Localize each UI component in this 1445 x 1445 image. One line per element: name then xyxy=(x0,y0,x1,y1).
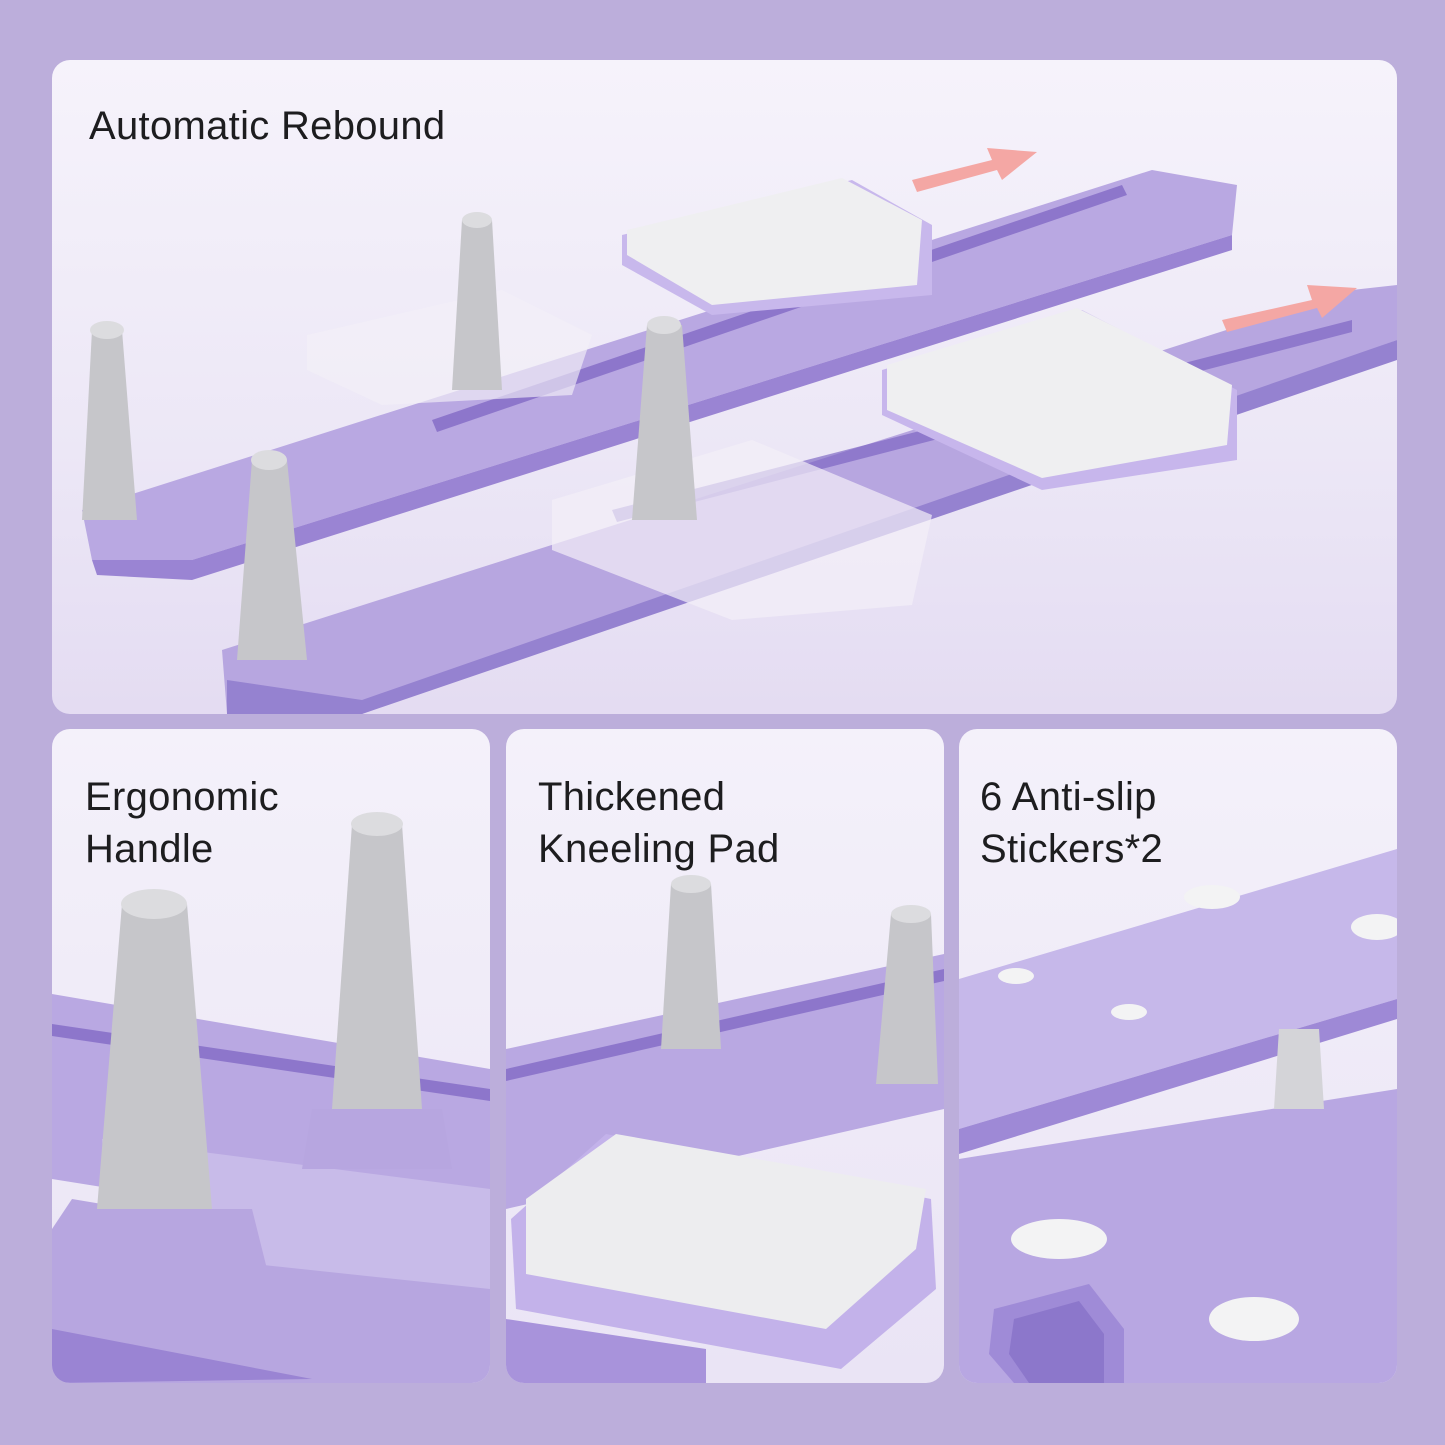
panel-ergonomic-handle: Ergonomic Handle xyxy=(52,729,490,1383)
sticker xyxy=(1351,914,1397,940)
panel-title-handle-line2: Handle xyxy=(85,827,214,871)
kneeling-pad-surface xyxy=(526,1134,926,1329)
sticker xyxy=(1011,1219,1107,1259)
panel-kneeling-pad: Thickened Kneeling Pad xyxy=(506,729,944,1383)
panel-title-stickers-line1: 6 Anti-slip xyxy=(980,775,1157,819)
panel-title-pad-line1: Thickened xyxy=(538,775,726,819)
product-illustration-stickers xyxy=(959,849,1397,1383)
panel-title-pad-line2: Kneeling Pad xyxy=(538,827,780,871)
product-illustration-pad xyxy=(506,875,944,1383)
rebound-arrow-back xyxy=(912,148,1037,192)
panel-title-automatic-rebound: Automatic Rebound xyxy=(89,104,446,148)
rebound-arrow-front xyxy=(1222,285,1357,332)
panel-title-stickers-line2: Stickers*2 xyxy=(980,827,1164,871)
sticker xyxy=(998,968,1034,984)
panel-title-handle-line1: Ergonomic xyxy=(85,775,279,819)
panel-automatic-rebound: Automatic Rebound xyxy=(52,60,1397,714)
sticker xyxy=(1209,1297,1299,1341)
product-illustration-rebound xyxy=(82,148,1397,714)
panel-anti-slip-stickers: 6 Anti-slip Stickers*2 xyxy=(959,729,1397,1383)
sticker xyxy=(1184,885,1240,909)
product-illustration-handle xyxy=(52,812,490,1383)
sticker xyxy=(1111,1004,1147,1020)
